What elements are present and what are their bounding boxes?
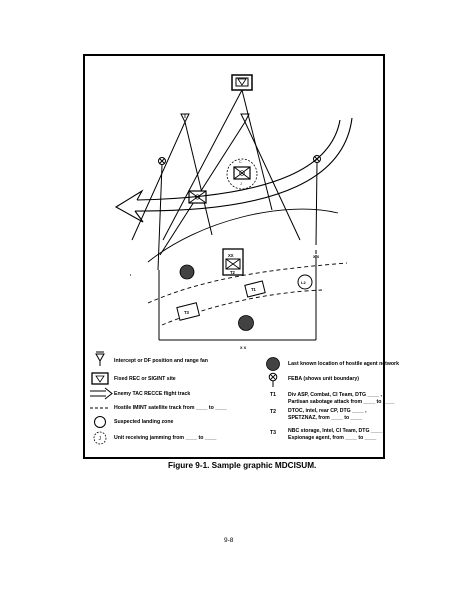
range-fan-top bbox=[162, 89, 273, 241]
threat-t1-line1: Div ASP, Combat, CI Team, DTG ____ , bbox=[288, 392, 382, 398]
legend-agent-network: Last known location of hostile agent net… bbox=[288, 361, 399, 367]
legend-agent-network-icon bbox=[266, 357, 280, 371]
legend-tac-recce-icon bbox=[90, 387, 113, 400]
legend-tac-recce: Enemy TAC RECCE flight track bbox=[114, 391, 191, 397]
threat-t2-id: T2 bbox=[270, 409, 277, 415]
tac-recce-flight-track bbox=[114, 117, 353, 223]
threat-t2-line1: DTOC, intel, rear CP, DTG ____ , bbox=[288, 408, 367, 414]
figure-frame bbox=[83, 54, 385, 459]
fixed-sigint-site-icon bbox=[231, 74, 253, 91]
map-label-j: J bbox=[240, 182, 242, 186]
threat-t3-line1: NBC storage, Intel, CI Team, DTG ____ , bbox=[288, 428, 386, 434]
feba-marker-left-icon bbox=[157, 157, 166, 271]
legend-landing-zone: Suspected landing zone bbox=[114, 419, 174, 425]
map-label-x-bottom: X X bbox=[240, 346, 247, 350]
map-label-c: C bbox=[239, 160, 242, 164]
landing-zone-l2-icon bbox=[297, 274, 313, 290]
map-label-t1: T1 bbox=[251, 287, 257, 292]
map-label-xx: XX bbox=[228, 253, 234, 258]
svg-text:J: J bbox=[99, 436, 102, 442]
legend-fixed-rec: Fixed REC or SIGINT site bbox=[114, 376, 176, 382]
threat-t2-line2: SPETZNAZ, from ____ to ____ bbox=[288, 415, 363, 421]
t3-box-icon bbox=[176, 302, 201, 321]
map-label-x-right: X X bbox=[313, 255, 320, 259]
map-label-t2: T2 bbox=[230, 270, 236, 275]
threat-t3-line2: Espionage agent, from ____ to ____ bbox=[288, 435, 377, 441]
threat-t1-id: T1 bbox=[270, 392, 277, 398]
imint-arc bbox=[147, 208, 339, 263]
legend-imint-track: Hostile IMINT satellite track from ____ … bbox=[114, 405, 227, 411]
legend-jamming: Unit receiving jamming from ____ to ____ bbox=[114, 435, 217, 441]
figure-caption: Figure 9-1. Sample graphic MDCISUM. bbox=[168, 461, 317, 470]
t1-box-icon bbox=[244, 280, 266, 298]
legend-intercept-df-icon bbox=[95, 351, 105, 366]
unit-boundary bbox=[158, 255, 317, 341]
legend-jamming-icon: J bbox=[93, 431, 107, 445]
intercept-df-left-icon bbox=[131, 113, 213, 241]
agent-network-2-icon bbox=[238, 315, 254, 331]
jamming-unit-icon bbox=[226, 158, 258, 190]
page-number: 9-8 bbox=[224, 537, 234, 544]
legend-landing-zone-icon bbox=[94, 416, 106, 428]
legend-feba-icon bbox=[268, 372, 278, 387]
legend-fixed-rec-icon bbox=[91, 372, 109, 385]
map-label-t3: T3 bbox=[184, 310, 190, 315]
threat-t1-line2: Partisan sabotage attack from ____ to __… bbox=[288, 399, 395, 405]
imint-dashed-tracks bbox=[147, 262, 348, 326]
threat-t3-id: T3 bbox=[270, 430, 277, 436]
intercept-df-center-icon bbox=[159, 113, 301, 256]
legend-intercept-df: Intercept or DF position and range fan bbox=[114, 358, 208, 364]
agent-network-1-icon bbox=[179, 264, 195, 280]
map-label-l2: L2 bbox=[301, 280, 306, 285]
legend-feba: FEBA (shows unit boundary) bbox=[288, 376, 359, 382]
feba-marker-right-icon bbox=[313, 155, 321, 246]
t2-dtoc-icon bbox=[222, 248, 244, 276]
